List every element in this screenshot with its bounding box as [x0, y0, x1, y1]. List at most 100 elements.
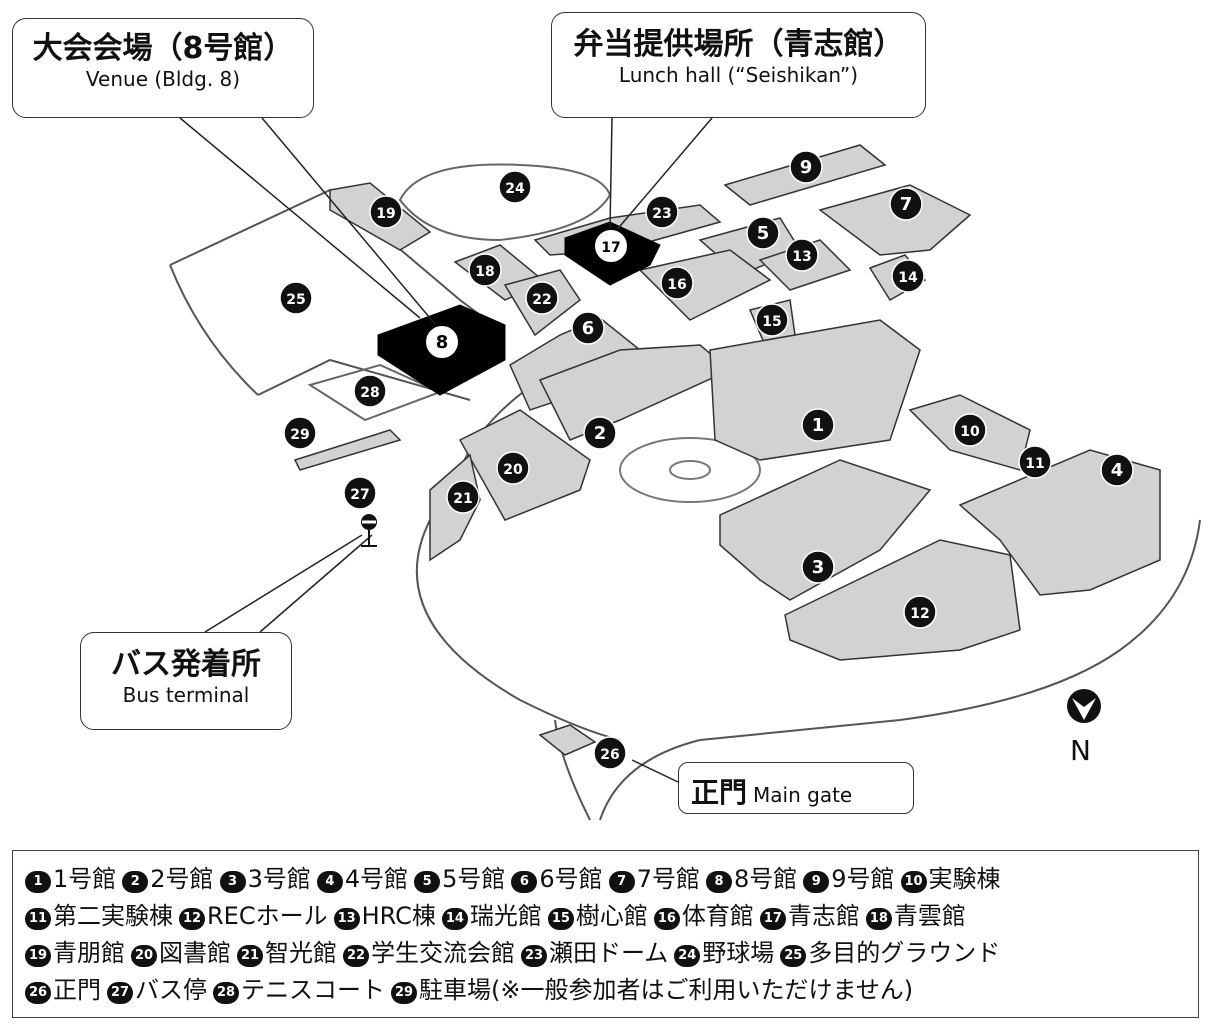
- lunch-callout-title: 弁当提供場所（青志館）: [573, 27, 904, 62]
- legend-label: 野球場: [702, 939, 775, 967]
- bus-stop-icon: [361, 514, 377, 547]
- legend-number-badge: 4: [316, 871, 343, 893]
- lunch-callout: 弁当提供場所（青志館） Lunch hall (“Seishikan”): [551, 12, 926, 118]
- legend-number-badge: 23: [521, 945, 547, 967]
- legend-number-badge: 24: [674, 945, 701, 967]
- legend-label: HRC棟: [361, 902, 436, 930]
- svg-text:21: 21: [453, 491, 472, 507]
- legend-number-badge: 18: [865, 908, 892, 930]
- svg-text:24: 24: [505, 181, 525, 197]
- svg-text:5: 5: [757, 223, 770, 244]
- legend-label: 1号館: [53, 865, 117, 893]
- svg-text:25: 25: [286, 292, 305, 308]
- map-marker-7: 7: [889, 187, 923, 221]
- legend-label: 8号館: [733, 865, 798, 893]
- map-marker-5: 5: [746, 216, 780, 250]
- svg-text:11: 11: [1025, 456, 1044, 472]
- north-arrow-icon: [1067, 689, 1101, 723]
- map-marker-13: 13: [785, 238, 819, 272]
- legend-label: 第二実験棟: [53, 902, 173, 930]
- lunch-callout-subtitle: Lunch hall (“Seishikan”): [618, 63, 859, 87]
- svg-text:12: 12: [910, 606, 929, 622]
- venue-callout-subtitle: Venue (Bldg. 8): [85, 67, 241, 91]
- map-marker-18: 18: [468, 253, 502, 287]
- legend-number-badge: 3: [219, 871, 246, 893]
- leader-lines: [179, 117, 713, 783]
- legend-number-badge: 12: [179, 908, 205, 930]
- legend-label: 6号館: [539, 865, 603, 893]
- gate-callout-subtitle: Main gate: [753, 783, 853, 807]
- map-marker-14: 14: [891, 259, 925, 293]
- map-markers: 1234567891011121314151617181920212223242…: [279, 150, 1134, 770]
- map-marker-3: 3: [801, 550, 835, 584]
- legend-number-badge: 27: [107, 982, 133, 1004]
- legend-number-badge: 13: [333, 908, 360, 930]
- legend-number-badge: 19: [25, 945, 51, 967]
- svg-text:13: 13: [792, 249, 811, 265]
- legend-label: 智光館: [265, 939, 337, 967]
- svg-text:2: 2: [594, 423, 607, 444]
- legend-label: 4号館: [344, 865, 409, 893]
- venue-callout-title: 大会会場（8号館）: [32, 31, 294, 66]
- svg-text:15: 15: [762, 314, 781, 330]
- legend-number-badge: 28: [213, 982, 239, 1004]
- legend-number-badge: 16: [653, 908, 680, 930]
- svg-text:3: 3: [812, 557, 825, 578]
- svg-text:17: 17: [601, 240, 620, 256]
- legend-label: 正門: [53, 976, 101, 1004]
- map-marker-17: 17: [593, 228, 629, 264]
- campus-map: 1234567891011121314151617181920212223242…: [169, 117, 1201, 821]
- svg-text:16: 16: [667, 277, 686, 293]
- legend-label: 学生交流会館: [371, 939, 515, 967]
- legend-number-badge: 5: [414, 871, 441, 893]
- map-marker-9: 9: [789, 150, 823, 184]
- map-marker-28: 28: [353, 374, 387, 408]
- legend-label: 瀬田ドーム: [549, 939, 669, 967]
- bus-callout: バス発着所 Bus terminal: [80, 632, 292, 730]
- legend-label: 青朋館: [53, 939, 125, 967]
- map-marker-11: 11: [1018, 445, 1052, 479]
- svg-text:1: 1: [812, 415, 825, 436]
- legend-label: 7号館: [636, 865, 700, 893]
- legend-label: RECホール: [207, 902, 328, 930]
- svg-text:22: 22: [532, 292, 551, 308]
- map-marker-6: 6: [571, 311, 605, 345]
- legend-label: テニスコート: [241, 976, 385, 1004]
- venue-callout: 大会会場（8号館） Venue (Bldg. 8): [12, 18, 314, 118]
- svg-text:6: 6: [582, 318, 595, 339]
- north-label: N: [1070, 734, 1091, 767]
- legend-label: 体育館: [681, 902, 754, 930]
- legend-label: 駐車場(※一般参加者はご利用いただけません): [419, 976, 914, 1004]
- legend-label: バス停: [135, 976, 207, 1004]
- map-marker-20: 20: [496, 451, 530, 485]
- map-marker-21: 21: [446, 480, 480, 514]
- legend-label: 図書館: [159, 939, 231, 967]
- legend-number-badge: 9: [803, 871, 830, 893]
- legend-number-badge: 20: [131, 945, 157, 967]
- legend-label: 実験棟: [928, 865, 1001, 893]
- legend-label: 9号館: [831, 865, 895, 893]
- legend-label: 多目的グラウンド: [808, 939, 1001, 967]
- svg-text:9: 9: [800, 157, 813, 178]
